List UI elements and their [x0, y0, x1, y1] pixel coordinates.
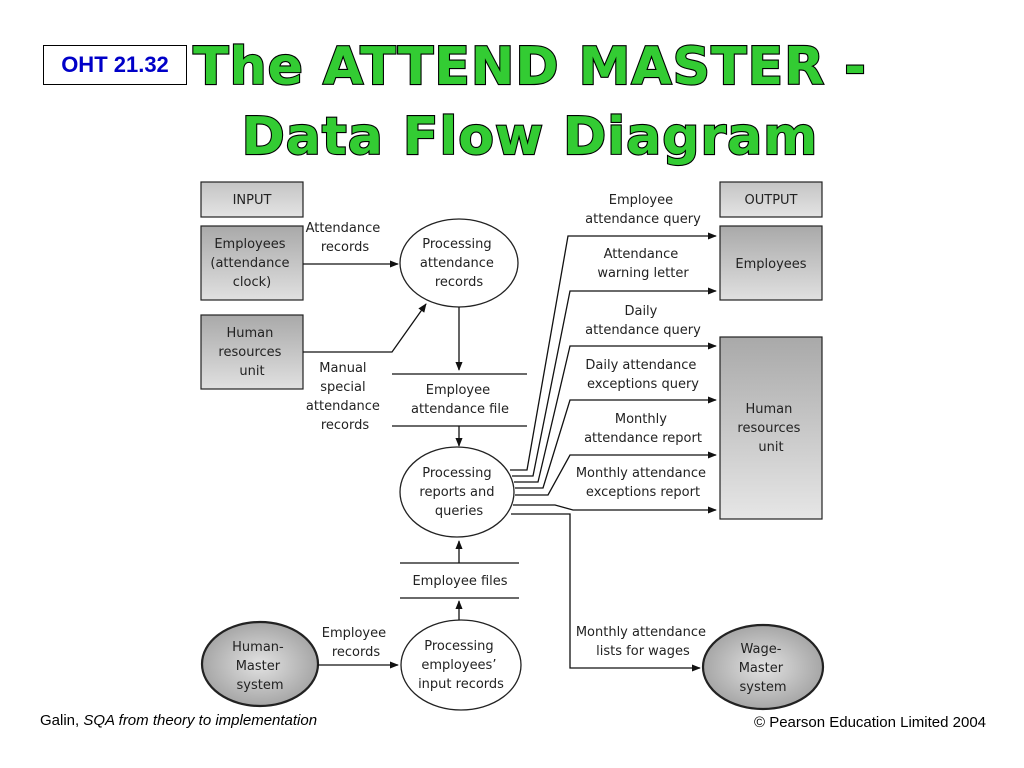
process-reports-label: Processing reports and queries [419, 466, 498, 519]
flow-employee-records-label: Employee records [322, 626, 391, 660]
flow-monthly-exceptions-report-arrow [513, 504, 717, 514]
entity-hr-output-label: Human resources unit [737, 402, 804, 455]
process-employees-label: Processing employees’ input records [418, 639, 504, 692]
flow-monthly-lists-wages-arrow [511, 513, 701, 672]
store-employee-files-label: Employee files [412, 574, 507, 589]
flow-daily-attendance-query-label: Daily attendance query [585, 304, 701, 338]
flow-daily-exceptions-query-arrow [515, 396, 717, 489]
wage-master-label: Wage- Master system [739, 642, 788, 695]
flow-attendance-warning-letter-arrow [512, 287, 717, 477]
entity-wage-master-system [701, 623, 825, 711]
entity-employees-clock-label: Employees (attendance clock) [210, 237, 293, 290]
entity-hr-input-label: Human resources unit [218, 326, 285, 379]
title-line-1: The ATTEND MASTER - [193, 37, 867, 97]
store-attendance-file-label: Employee attendance file [411, 383, 509, 417]
output-header-label: OUTPUT [745, 193, 798, 208]
slide-title: The ATTEND MASTER - Data Flow Diagram [192, 36, 867, 168]
title-line-2: Data Flow Diagram [242, 107, 819, 167]
flow-employee-attendance-query-arrow [510, 232, 717, 471]
human-master-label: Human- Master system [232, 640, 288, 693]
entity-employees-output-label: Employees [735, 257, 806, 272]
process-employees-input [400, 619, 522, 711]
flow-daily-attendance-query-arrow [514, 342, 717, 483]
flow-attendance-warning-letter-label: Attendance warning letter [597, 247, 689, 281]
footer-copyright: © Pearson Education Limited 2004 [753, 714, 986, 731]
input-header-label: INPUT [233, 193, 272, 208]
slide-number-badge: OHT 21.32 [43, 45, 187, 85]
entity-human-master-system [200, 620, 320, 708]
flow-manual-special-arrow [303, 303, 427, 353]
entity-employees-attendance-clock [200, 225, 304, 301]
flow-monthly-lists-wages-label: Monthly attendance lists for wages [576, 625, 710, 659]
entity-human-resources-input [200, 314, 304, 390]
input-header-box [200, 181, 304, 218]
flow-monthly-attendance-report-label: Monthly attendance report [584, 412, 702, 446]
flow-monthly-attendance-report-arrow [515, 451, 717, 496]
process-attendance-label: Processing attendance records [420, 237, 498, 290]
flow-manual-special-label: Manual special attendance records [306, 361, 384, 433]
flow-employee-attendance-query-label: Employee attendance query [585, 193, 701, 227]
footer-citation: Galin, SQA from theory to implementation [40, 712, 317, 729]
flow-monthly-exceptions-report-label: Monthly attendance exceptions report [576, 466, 710, 500]
footer-book-title: SQA from theory to implementation [83, 712, 318, 729]
entity-employees-output [719, 225, 823, 301]
process-reports-queries [399, 446, 515, 538]
entity-human-resources-output [719, 336, 823, 520]
flow-daily-exceptions-query-label: Daily attendance exceptions query [585, 358, 700, 392]
footer-author: Galin, [40, 712, 80, 729]
output-header-box [719, 181, 823, 218]
flow-attendance-records-label: Attendance records [306, 221, 385, 255]
